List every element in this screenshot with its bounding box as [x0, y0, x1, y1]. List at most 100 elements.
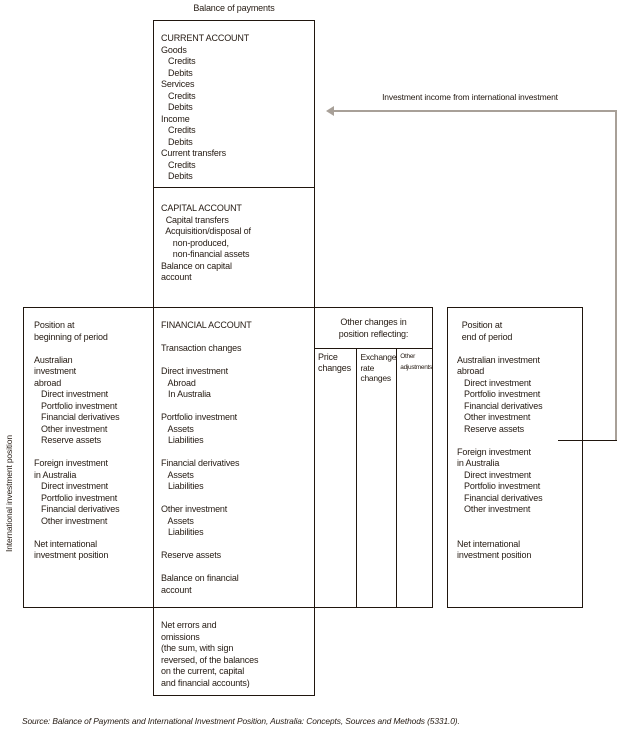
- text-line: Portfolio investment: [457, 481, 541, 491]
- text-line: Income: [161, 113, 190, 124]
- text-line: Portfolio investment: [457, 389, 541, 399]
- text-line: reversed, of the balances: [161, 654, 259, 665]
- text-line: [34, 447, 149, 459]
- text-line: Capital transfers: [161, 214, 229, 225]
- international-investment-position-side-label: International investment position: [4, 435, 14, 552]
- capital-account-box: CAPITAL ACCOUNT Capital transfers Acquis…: [153, 187, 315, 308]
- text-line: non-financial assets: [161, 249, 250, 259]
- text-line: Transaction changes: [161, 343, 242, 353]
- text-line: Financial derivatives: [34, 504, 120, 514]
- text-line: Foreign investment: [34, 458, 108, 468]
- text-line: and financial accounts): [161, 677, 250, 688]
- text-line: [34, 527, 149, 539]
- text-line: Other investment: [34, 515, 108, 526]
- text-line: [457, 527, 578, 539]
- text-line: Australian: [34, 354, 73, 365]
- text-line: Direct investment: [34, 481, 109, 491]
- text-line: Direct investment: [34, 389, 109, 399]
- text-line: CURRENT ACCOUNT: [161, 33, 250, 43]
- text-line: [34, 343, 149, 355]
- text-line: Financial derivatives: [457, 492, 543, 503]
- text-line: Foreign investment: [457, 446, 531, 457]
- text-line: Acquisition/disposal of: [161, 226, 251, 236]
- position-end-connector-line: [558, 440, 617, 441]
- text-line: non-produced,: [161, 237, 229, 248]
- text-line: Portfolio investment: [34, 400, 118, 411]
- text-line: Reserve assets: [161, 550, 221, 560]
- text-line: Balance on capital: [161, 260, 232, 271]
- diagram-title: Balance of payments: [193, 3, 275, 13]
- text-line: [161, 355, 310, 367]
- text-line: Reserve assets: [457, 423, 524, 434]
- text-line: end of period: [457, 331, 513, 342]
- text-line: omissions: [161, 631, 200, 642]
- text-line: Position at: [457, 320, 503, 330]
- text-line: [161, 332, 310, 344]
- text-line: Reserve assets: [34, 435, 101, 445]
- text-line: Credits: [161, 56, 196, 66]
- text-line: In Australia: [161, 389, 211, 399]
- text-line: Liabilities: [161, 527, 204, 537]
- text-line: Debits: [161, 171, 193, 181]
- text-line: Other: [400, 353, 416, 360]
- text-line: Direct investment: [457, 377, 532, 388]
- text-line: Other investment: [161, 504, 228, 514]
- text-line: CAPITAL ACCOUNT: [161, 203, 242, 213]
- text-line: Position at: [34, 320, 75, 330]
- text-line: changes: [318, 362, 351, 373]
- text-line: Other investment: [457, 412, 531, 422]
- text-line: Net errors and: [161, 620, 217, 630]
- financial-account-box: FINANCIAL ACCOUNT Transaction changes Di…: [153, 307, 315, 608]
- text-line: rate: [360, 362, 375, 373]
- text-line: Direct investment: [161, 366, 228, 376]
- text-line: Portfolio investment: [34, 492, 118, 503]
- text-line: [457, 516, 578, 528]
- text-line: Direct investment: [457, 469, 532, 480]
- text-line: Credits: [161, 125, 196, 135]
- text-line: investment: [34, 366, 77, 376]
- text-line: position reflecting:: [338, 328, 409, 339]
- text-line: Price: [318, 352, 338, 362]
- text-line: on the current, capital: [161, 666, 245, 676]
- text-line: in Australia: [34, 469, 77, 480]
- text-line: Portfolio investment: [161, 412, 238, 422]
- text-line: [161, 401, 310, 413]
- text-line: Other changes in: [340, 317, 407, 327]
- text-line: Australian investment: [457, 354, 540, 365]
- text-line: Balance on financial: [161, 573, 239, 583]
- text-line: account: [161, 272, 192, 282]
- source-note: Source: Balance of Payments and Internat…: [22, 716, 460, 726]
- text-line: Services: [161, 79, 195, 89]
- text-line: Debits: [161, 67, 193, 78]
- investment-income-arrow-label: Investment income from international inv…: [382, 92, 558, 102]
- text-line: Other investment: [34, 423, 108, 434]
- text-line: [457, 343, 578, 355]
- text-line: Credits: [161, 90, 196, 101]
- text-line: Assets: [161, 423, 194, 434]
- text-line: changes: [360, 373, 391, 383]
- text-line: [161, 539, 310, 551]
- text-line: investment position: [34, 550, 109, 560]
- text-line: in Australia: [457, 458, 500, 468]
- text-line: Debits: [161, 102, 193, 112]
- text-line: account: [161, 584, 192, 595]
- text-line: FINANCIAL ACCOUNT: [161, 320, 252, 330]
- arrow-line-vertical: [615, 110, 617, 441]
- text-line: Debits: [161, 136, 193, 147]
- text-line: [161, 493, 310, 505]
- text-line: Goods: [161, 44, 187, 55]
- text-line: Net international: [34, 538, 97, 549]
- text-line: Current transfers: [161, 148, 226, 158]
- text-line: Assets: [161, 515, 194, 526]
- text-line: [161, 562, 310, 574]
- text-line: Assets: [161, 469, 194, 480]
